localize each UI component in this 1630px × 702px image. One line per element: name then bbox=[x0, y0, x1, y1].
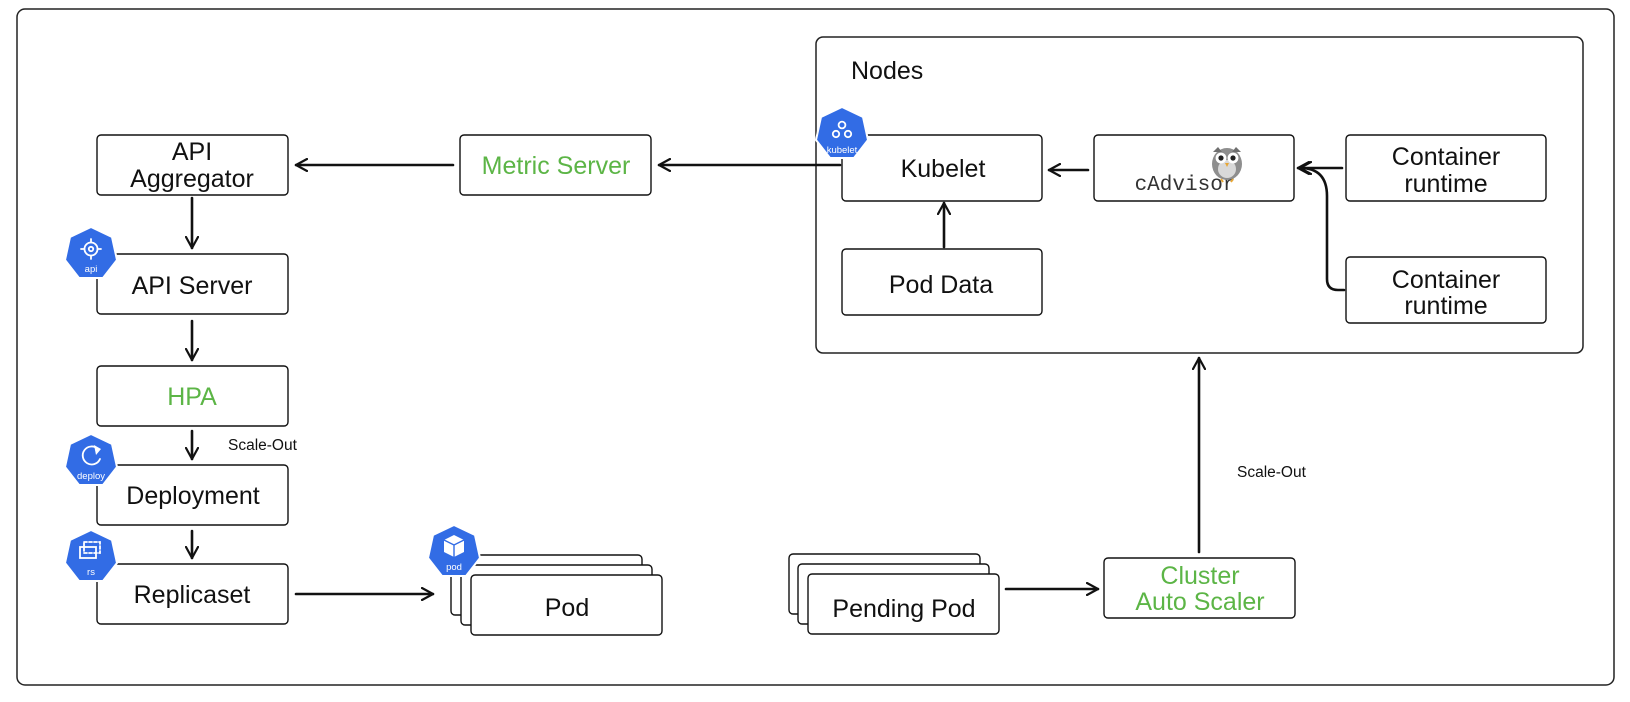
pending-pod-stack[interactable]: Pending Pod bbox=[788, 553, 1000, 635]
edges bbox=[192, 165, 1346, 594]
metric-server-box[interactable]: Metric Server bbox=[459, 134, 652, 196]
pod-stack[interactable]: Pod bbox=[450, 554, 663, 636]
deploy-badge-icon: deploy bbox=[63, 432, 119, 486]
api-aggregator-label-line1: API bbox=[172, 138, 212, 166]
kubelet-label: Kubelet bbox=[901, 155, 986, 183]
kubelet-badge-icon: kubelet bbox=[814, 105, 870, 159]
api-server-label: API Server bbox=[132, 272, 253, 300]
cluster-autoscaler-box[interactable]: Cluster Auto Scaler bbox=[1103, 557, 1296, 619]
hpa-box[interactable]: HPA bbox=[96, 365, 289, 427]
cadvisor-box[interactable]: cAdvisor bbox=[1093, 134, 1295, 202]
owl-icon bbox=[1212, 147, 1242, 183]
api-aggregator-box[interactable]: API Aggregator bbox=[96, 134, 289, 196]
hpa-scale-out-label: Scale-Out bbox=[228, 437, 298, 454]
kubelet-box[interactable]: Kubelet bbox=[841, 134, 1043, 202]
pod-badge-icon: pod bbox=[426, 523, 482, 577]
container-runtime-2-label-line1: Container bbox=[1392, 266, 1500, 294]
container-runtime-1-label-line2: runtime bbox=[1404, 170, 1487, 198]
api-badge-icon: api bbox=[63, 225, 119, 279]
kubelet-badge-text: kubelet bbox=[827, 145, 858, 156]
hpa-label: HPA bbox=[167, 383, 217, 411]
cadvisor-label: cAdvisor bbox=[1135, 174, 1236, 197]
arrow-runtime2-to-cadvisor bbox=[1298, 168, 1346, 292]
pending-pod-stack-front bbox=[807, 573, 1000, 635]
pending-pod-label: Pending Pod bbox=[832, 595, 975, 623]
deployment-label: Deployment bbox=[126, 482, 259, 510]
pod-data-label: Pod Data bbox=[889, 271, 993, 299]
pod-stack-front bbox=[470, 574, 663, 636]
replicaset-label: Replicaset bbox=[134, 581, 251, 609]
api-server-box[interactable]: API Server bbox=[96, 253, 289, 315]
cluster-autoscaler-label-line1: Cluster bbox=[1160, 562, 1239, 590]
metric-server-label: Metric Server bbox=[482, 152, 631, 180]
api-aggregator-label-line2: Aggregator bbox=[130, 165, 254, 193]
container-runtime-1-label-line1: Container bbox=[1392, 143, 1500, 171]
replicaset-box[interactable]: Replicaset bbox=[96, 563, 289, 625]
nodes-title: Nodes bbox=[851, 57, 923, 85]
deployment-box[interactable]: Deployment bbox=[96, 464, 289, 526]
container-runtime-1-box[interactable]: Container runtime bbox=[1345, 134, 1547, 202]
rs-badge-text: rs bbox=[87, 567, 95, 578]
container-runtime-2-box[interactable]: Container runtime bbox=[1345, 256, 1547, 324]
cluster-scale-out-label: Scale-Out bbox=[1237, 464, 1307, 481]
pod-data-box[interactable]: Pod Data bbox=[841, 248, 1043, 316]
cluster-autoscaler-label-line2: Auto Scaler bbox=[1135, 588, 1264, 616]
pod-badge-text: pod bbox=[446, 562, 462, 573]
deploy-badge-text: deploy bbox=[77, 471, 105, 482]
api-badge-text: api bbox=[85, 264, 98, 275]
pod-label: Pod bbox=[545, 594, 589, 622]
replicaset-badge-icon: rs bbox=[63, 528, 119, 582]
container-runtime-2-label-line2: runtime bbox=[1404, 292, 1487, 320]
